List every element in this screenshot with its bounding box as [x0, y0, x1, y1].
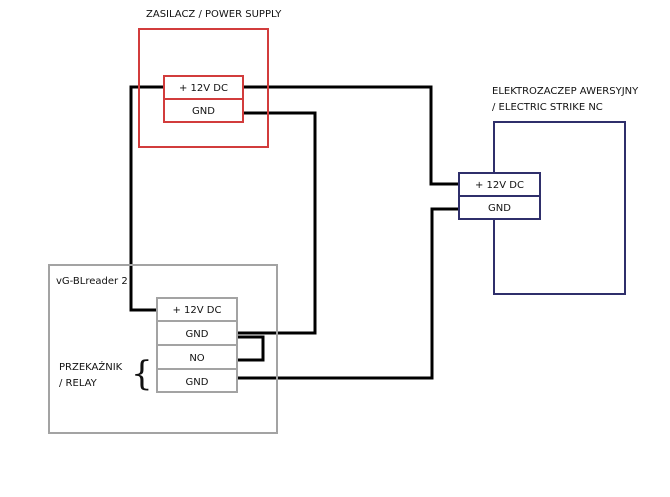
reader-terminal-relay-gnd [156, 368, 238, 393]
reader-terminal-no [156, 344, 238, 370]
wire-relay-gnd-to-strike-gnd [237, 207, 458, 380]
reader-terminal-gnd-label: GND [186, 329, 209, 340]
power-supply-title: ZASILACZ / POWER SUPPLY [146, 9, 282, 20]
electric-strike: ELEKTROZACZEP AWERSYJNY / ELECTRIC STRIK… [458, 86, 639, 295]
reader-terminal-no-label: NO [189, 353, 204, 364]
wire-jumper-gnd-no [237, 335, 265, 362]
strike-terminal-gnd [458, 195, 541, 220]
strike-title-line1: ELEKTROZACZEP AWERSYJNY [492, 86, 639, 97]
relay-brace-icon: { [131, 354, 153, 394]
reader-title: vG-BLreader 2 [56, 276, 128, 287]
wire-psu-12v-to-reader-12v [129, 85, 163, 312]
reader: vG-BLreader 2 + 12V DC GND NO GND PRZEKA… [48, 264, 278, 434]
strike-terminal-12v-label: + 12V DC [475, 180, 524, 191]
reader-box [48, 264, 278, 434]
relay-label-line2: / RELAY [59, 378, 98, 389]
power-supply: ZASILACZ / POWER SUPPLY + 12V DC GND [138, 9, 282, 148]
power-supply-terminal-12v-label: + 12V DC [179, 83, 228, 94]
power-supply-terminal-gnd [163, 98, 244, 123]
relay-label-line1: PRZEKAŹNIK [59, 360, 123, 373]
power-supply-terminal-gnd-label: GND [192, 106, 215, 117]
strike-title-line2: / ELECTRIC STRIKE NC [492, 102, 603, 113]
reader-terminal-12v-label: + 12V DC [173, 305, 222, 316]
strike-terminal-gnd-label: GND [488, 203, 511, 214]
power-supply-box [138, 28, 269, 148]
reader-terminal-relay-gnd-label: GND [186, 377, 209, 388]
wire-psu-12v-to-strike-12v [243, 85, 458, 186]
